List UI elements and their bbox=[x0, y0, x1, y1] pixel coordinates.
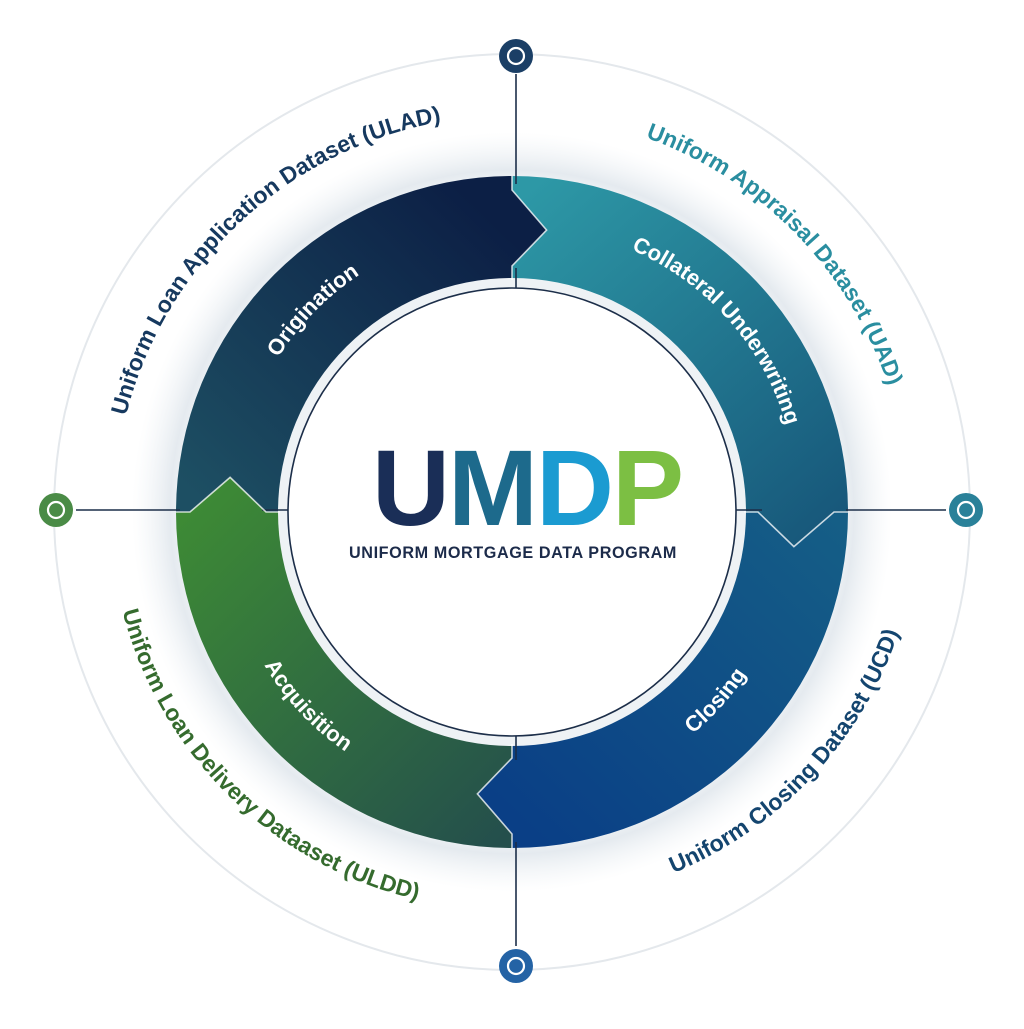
circle-node-icon-ring bbox=[506, 46, 526, 66]
inner-disc bbox=[287, 287, 737, 737]
acquisition-segment bbox=[176, 477, 512, 848]
logo-subtitle: UNIFORM MORTGAGE DATA PROGRAM bbox=[349, 544, 677, 562]
umdp-logo: UMDP UNIFORM MORTGAGE DATA PROGRAM bbox=[349, 427, 684, 562]
collateral-underwriting-segment bbox=[512, 176, 848, 547]
seam-bottom bbox=[476, 744, 513, 848]
seam-right bbox=[744, 511, 848, 548]
logo-letter-d: D bbox=[536, 427, 612, 548]
circle-node-icon-ring bbox=[956, 500, 976, 520]
node-right[interactable] bbox=[949, 493, 983, 527]
origination-segment bbox=[176, 176, 547, 512]
circle-node-icon-ring bbox=[46, 500, 66, 520]
node-left[interactable] bbox=[39, 493, 73, 527]
connector-lines bbox=[76, 74, 946, 946]
seam-top bbox=[511, 176, 548, 280]
circle-node-icon bbox=[499, 949, 533, 983]
logo-letters: UMDP bbox=[372, 427, 682, 548]
circle-node-icon-ring bbox=[506, 956, 526, 976]
logo-letter-p: P bbox=[612, 427, 682, 548]
node-bottom[interactable] bbox=[499, 949, 533, 983]
logo-letter-u: U bbox=[372, 427, 448, 548]
closing-segment bbox=[477, 512, 848, 848]
circle-node-icon bbox=[499, 39, 533, 73]
segment-seams bbox=[176, 176, 848, 848]
circle-node-icon bbox=[949, 493, 983, 527]
seam-left bbox=[176, 476, 280, 513]
logo-letter-m: M bbox=[448, 427, 536, 548]
node-top[interactable] bbox=[499, 39, 533, 73]
circle-node-icon bbox=[39, 493, 73, 527]
